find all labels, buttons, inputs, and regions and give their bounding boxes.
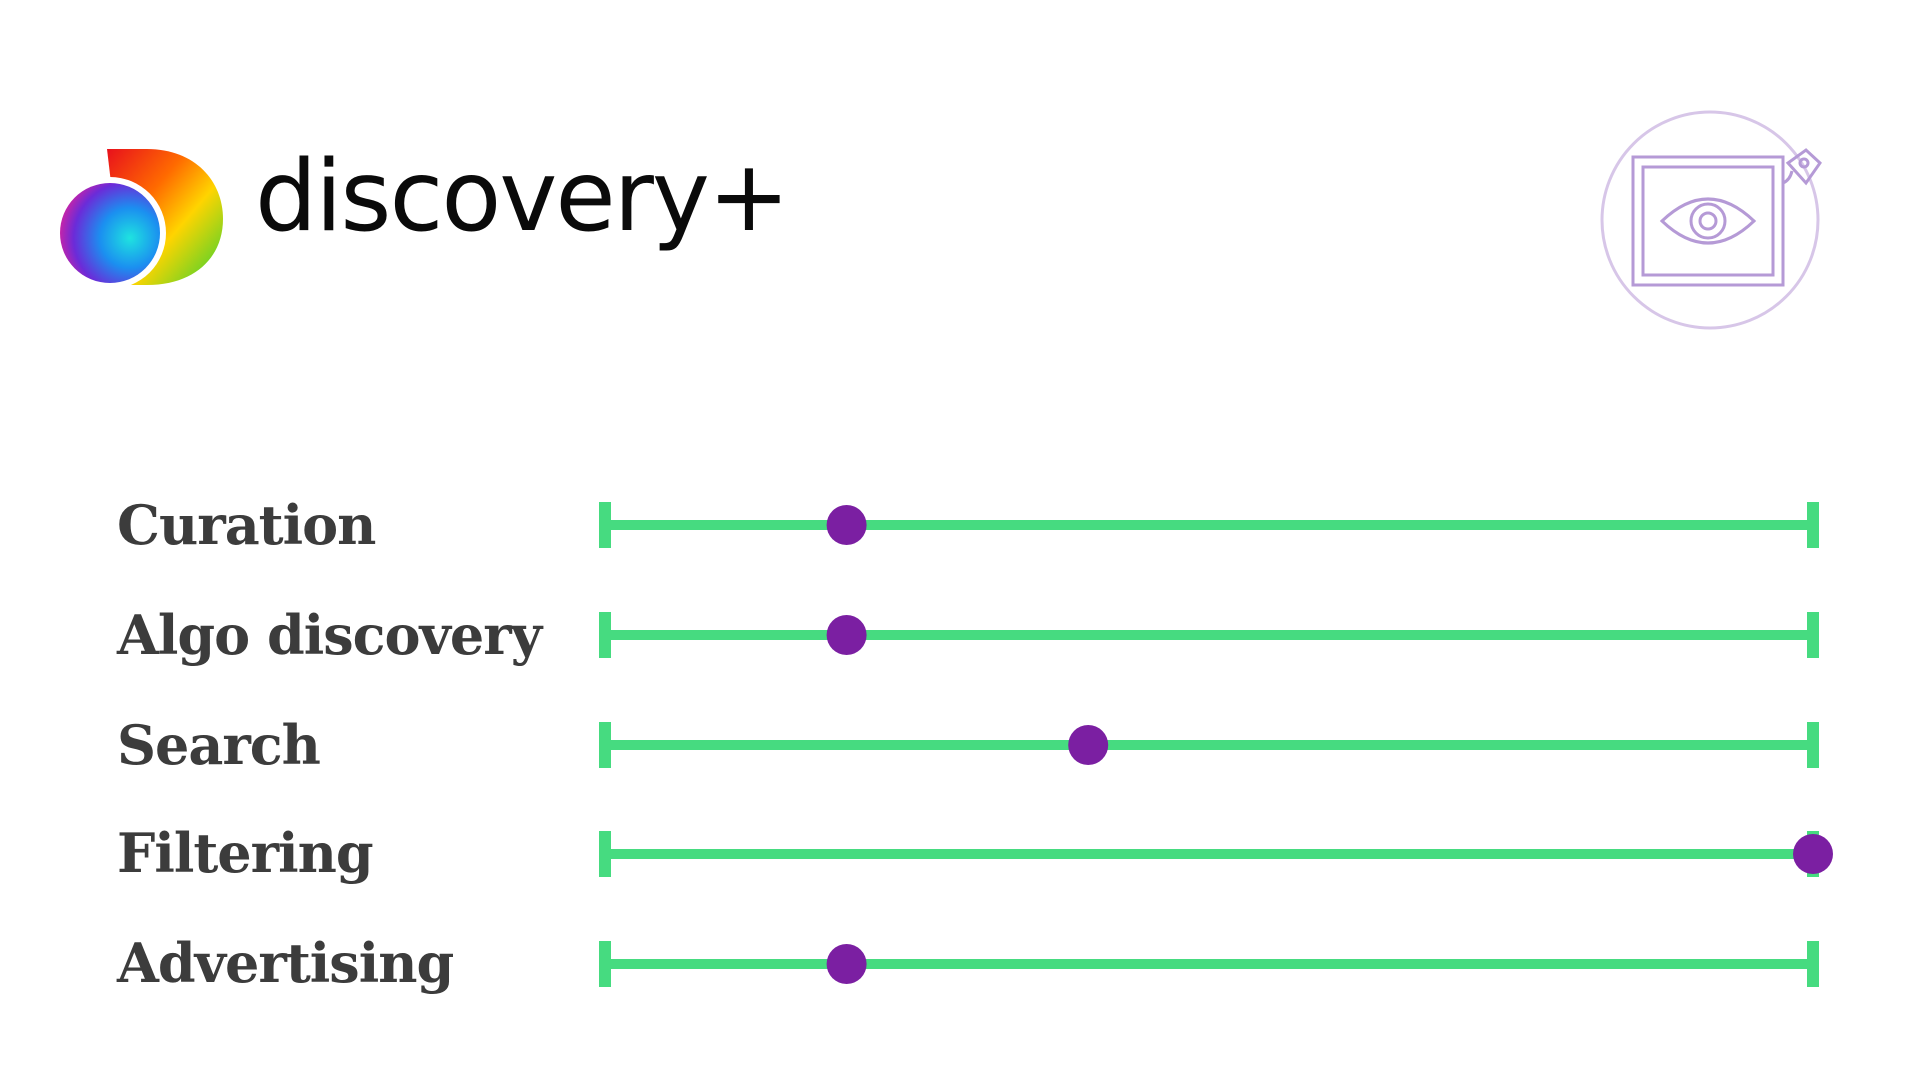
slider-track-search — [599, 722, 1819, 768]
marker-search — [1068, 725, 1109, 765]
discovery-plus-logo-icon — [55, 149, 223, 289]
brand-wordmark: discovery+ — [255, 140, 790, 254]
marker-filtering — [1793, 834, 1833, 874]
row-label-algo-discovery: Algo discovery — [117, 603, 542, 667]
slider-track-filtering — [599, 831, 1833, 877]
row-label-filtering: Filtering — [117, 821, 374, 885]
slider-track-algo-discovery — [599, 612, 1819, 658]
framed-eye-price-tag-icon — [1600, 110, 1822, 330]
row-label-curation: Curation — [117, 493, 376, 557]
marker-advertising — [826, 944, 867, 984]
marker-algo-discovery — [826, 615, 867, 655]
slider-track-advertising — [599, 941, 1819, 987]
row-label-search: Search — [117, 713, 321, 777]
marker-curation — [826, 505, 867, 545]
row-label-advertising: Advertising — [117, 931, 454, 995]
slider-track-curation — [599, 502, 1819, 548]
